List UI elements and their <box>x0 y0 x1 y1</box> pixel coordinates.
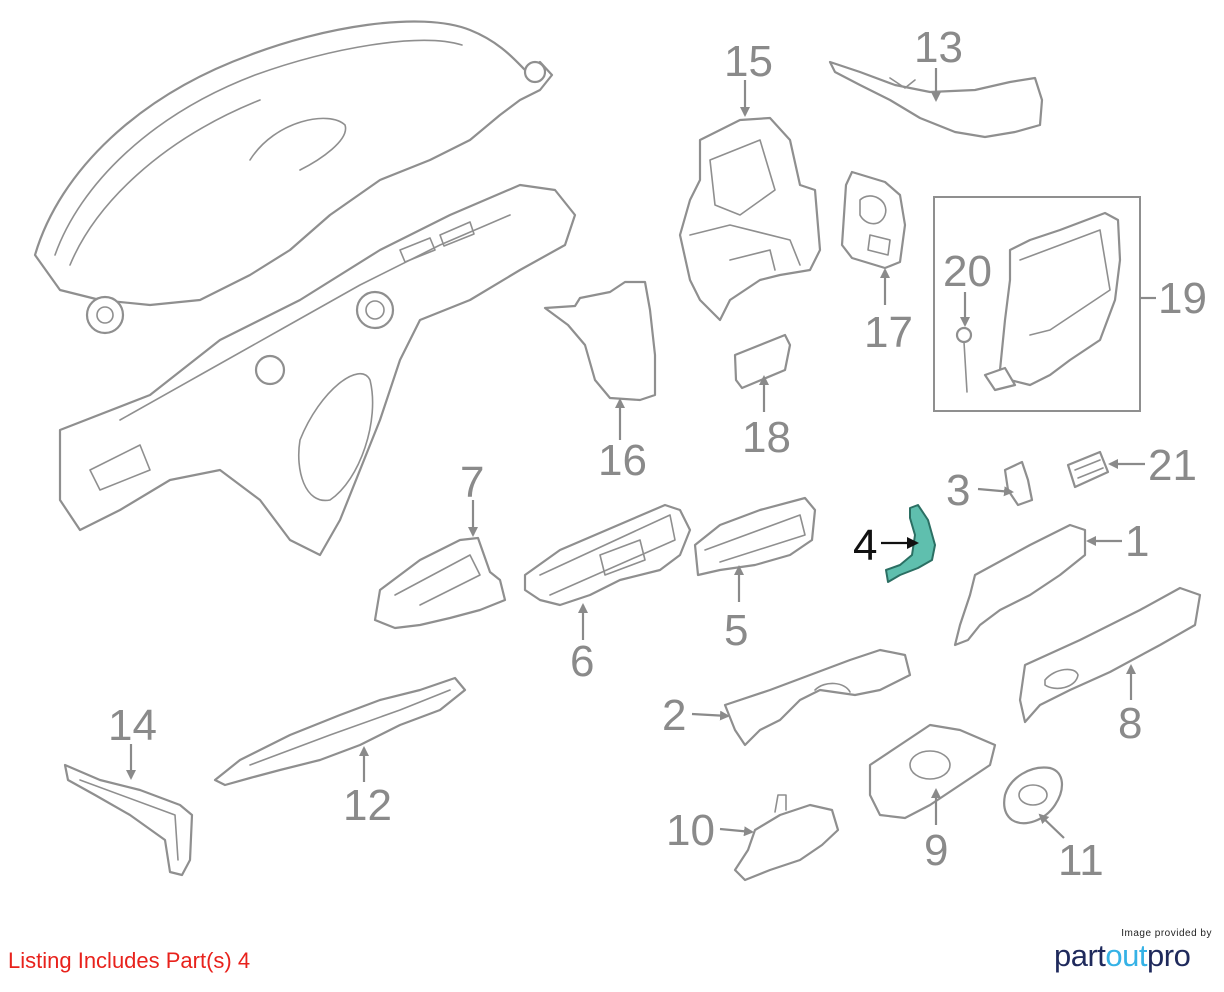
callout-8: 8 <box>1118 699 1142 748</box>
part-15-frame <box>678 116 822 322</box>
partoutpro-logo: Image provided by partoutpro <box>1052 928 1212 974</box>
callout-4: 4 <box>853 521 877 570</box>
listing-includes-text: Listing Includes Part(s) 4 <box>8 948 251 973</box>
part-9-panel <box>868 723 997 820</box>
callout-14: 14 <box>108 701 157 750</box>
part-11-ring <box>1003 766 1063 825</box>
part-12-bracket <box>213 676 467 787</box>
dashboard-assembly <box>33 20 577 557</box>
brand-name-part1: part <box>1054 938 1106 973</box>
callout-arrows <box>126 68 1156 839</box>
callout-16: 16 <box>598 436 647 485</box>
part-6-unit <box>523 503 692 607</box>
callout-20: 20 <box>943 247 992 296</box>
callout-17: 17 <box>864 308 913 357</box>
part-1-panel <box>953 523 1087 647</box>
callout-13: 13 <box>914 23 963 72</box>
part-17-panel <box>840 170 907 270</box>
part-8-panel <box>1018 586 1202 724</box>
callout-12: 12 <box>343 781 392 830</box>
part-18-panel <box>733 333 792 390</box>
part-3-clip <box>1003 460 1034 507</box>
callout-7: 7 <box>460 458 484 507</box>
image-provided-by-text: Image provided by <box>1121 928 1212 939</box>
callout-3: 3 <box>946 466 970 515</box>
part-16-panel <box>543 280 657 402</box>
callout-15: 15 <box>724 37 773 86</box>
callout-21: 21 <box>1148 441 1197 490</box>
brand-name-part3: pro <box>1147 938 1191 973</box>
callout-5: 5 <box>724 606 748 655</box>
brand-name-part2: out <box>1105 938 1148 973</box>
callout-11: 11 <box>1058 836 1104 885</box>
brand-name: partoutpro <box>1054 938 1191 974</box>
callout-18: 18 <box>742 413 791 462</box>
callout-2: 2 <box>662 691 686 740</box>
part-21-plate <box>1066 450 1110 489</box>
part-7-bracket <box>373 536 507 630</box>
callout-1: 1 <box>1125 517 1149 566</box>
callout-6: 6 <box>570 637 594 686</box>
part-19-group <box>933 196 1141 412</box>
callout-10: 10 <box>666 806 715 855</box>
callout-19: 19 <box>1158 274 1207 323</box>
part-2-panel <box>723 648 912 747</box>
part-14-panel <box>63 763 194 877</box>
callout-9: 9 <box>924 826 948 875</box>
part-5-duct <box>693 496 817 577</box>
callout-labels: 1 2 3 4 5 6 7 8 9 10 11 12 13 14 15 16 1… <box>108 23 1207 885</box>
part-10-bracket <box>733 794 840 882</box>
